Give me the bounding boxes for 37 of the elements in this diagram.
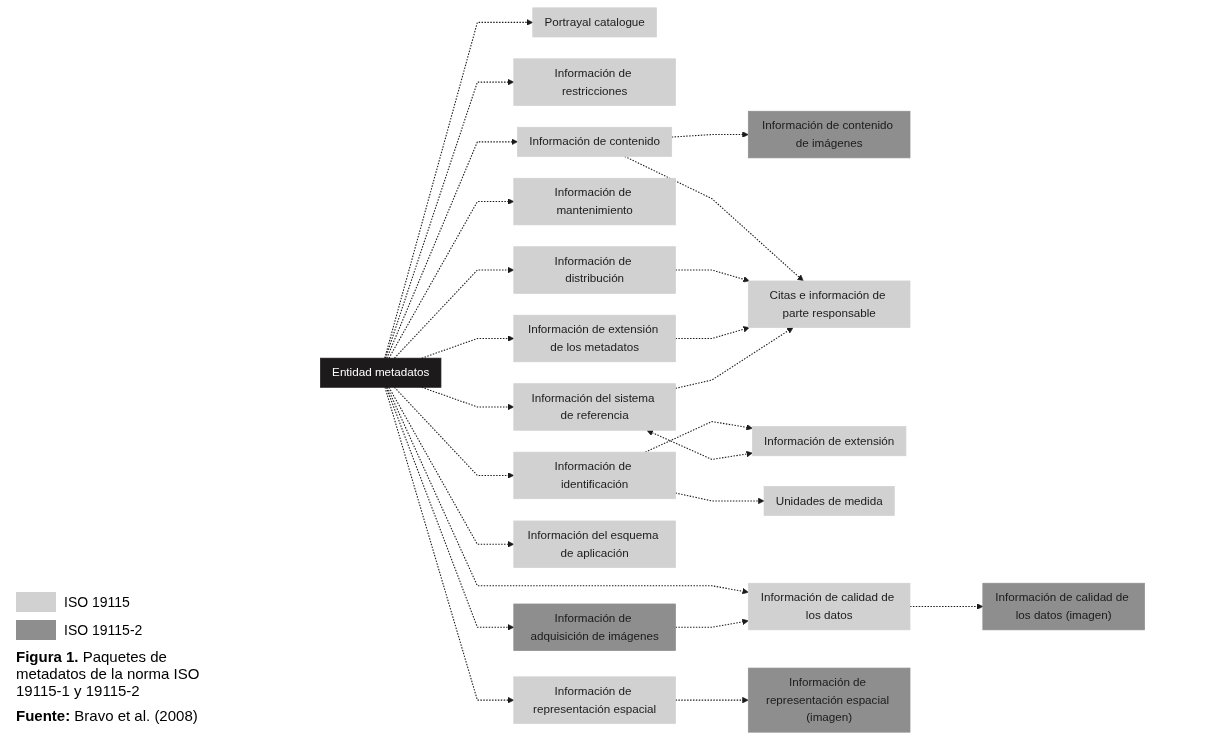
node-box: Información de extensión (752, 426, 907, 457)
arrow (388, 386, 515, 548)
node-box: Portrayal catalogue (532, 7, 657, 38)
arrow (421, 335, 515, 359)
arrow (388, 198, 515, 359)
node-box: Información del sistema de referencia (513, 383, 676, 431)
arrow (393, 266, 515, 359)
node-box: Información de distribución (513, 246, 676, 294)
figure-caption: Figura 1. Paquetes de metadatos de la norma ISO 19115-1 y 19115-2 (16, 648, 201, 699)
node-box: Información de adquisición de imágenes (513, 603, 676, 651)
node-box: Entidad metadatos (320, 357, 442, 388)
arrow (671, 131, 749, 138)
node-box: Información de representación espacial (513, 676, 676, 724)
node-box: Citas e información de parte responsable (747, 280, 911, 328)
node-box: Información de extensión de los metadatos (513, 314, 676, 363)
node-box: Información del esquema de aplicación (513, 520, 676, 568)
legend-label: ISO 19115-2 (64, 622, 143, 638)
node-box: Información de contenido de imágenes (747, 110, 911, 159)
node-box: Información de contenido (517, 126, 673, 157)
arrow (393, 386, 515, 479)
node-box: Información de calidad de los datos (imagen) (982, 582, 1145, 631)
node-box: Información de representación espacial (imagen) (747, 667, 911, 733)
legend-label: ISO 19115 (64, 594, 130, 610)
node-box: Información de calidad de los datos (747, 582, 911, 631)
arrow (386, 138, 518, 359)
node-box: Información de mantenimiento (513, 177, 676, 226)
arrow (385, 78, 515, 359)
arrow (385, 386, 515, 631)
node-box: Información de identificación (513, 451, 676, 500)
node-box: Información de restricciones (513, 58, 676, 106)
arrow (386, 386, 749, 595)
arrow (384, 386, 515, 704)
arrow (624, 155, 804, 282)
arrow (646, 429, 753, 460)
arrow (384, 19, 534, 359)
node-box: Unidades de medida (763, 486, 895, 516)
source-note: Fuente: Bravo et al. (2008) (16, 707, 199, 724)
